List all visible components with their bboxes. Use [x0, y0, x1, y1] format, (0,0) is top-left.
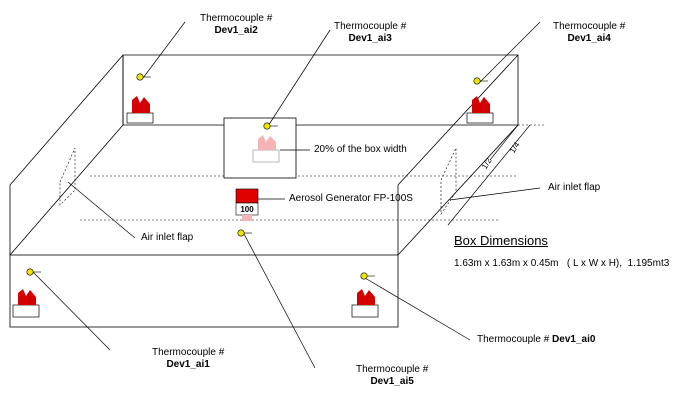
box-width-note: 20% of the box width [314, 144, 407, 155]
box-outline [9, 54, 519, 328]
heater-center [252, 135, 280, 163]
label-thermocouple-ai2: Thermocouple #Dev1_ai2 [200, 13, 273, 36]
box-dimensions-heading: Box Dimensions [454, 233, 548, 248]
aerosol-generator [235, 188, 259, 221]
heater-top-right [466, 96, 494, 124]
leader-lines [32, 21, 541, 369]
thermocouple-sensors [26, 73, 488, 280]
label-thermocouple-ai4: Thermocouple #Dev1_ai4 [553, 21, 626, 44]
label-thermocouple-ai0: Thermocouple # Dev1_ai0 [477, 334, 596, 345]
box-dimensions-text: 1.63m x 1.63m x 0.45m ( L x W x H), 1.19… [454, 258, 670, 269]
heater-bottom-left [12, 289, 40, 318]
air-inlet-right-label: Air inlet flap [548, 182, 601, 193]
label-thermocouple-ai1: Thermocouple #Dev1_ai1 [152, 347, 225, 370]
aerosol-label: Aerosol Generator FP-100S [289, 193, 413, 204]
air-inlet-left-label: Air inlet flap [141, 232, 194, 243]
dashed-guides [59, 124, 545, 221]
label-thermocouple-ai5: Thermocouple #Dev1_ai5 [356, 364, 429, 387]
aerosol-display-value: 100 [240, 205, 254, 214]
heater-top-left [126, 96, 154, 124]
label-thermocouple-ai3: Thermocouple #Dev1_ai3 [334, 21, 407, 44]
heater-bottom-right [351, 289, 379, 318]
